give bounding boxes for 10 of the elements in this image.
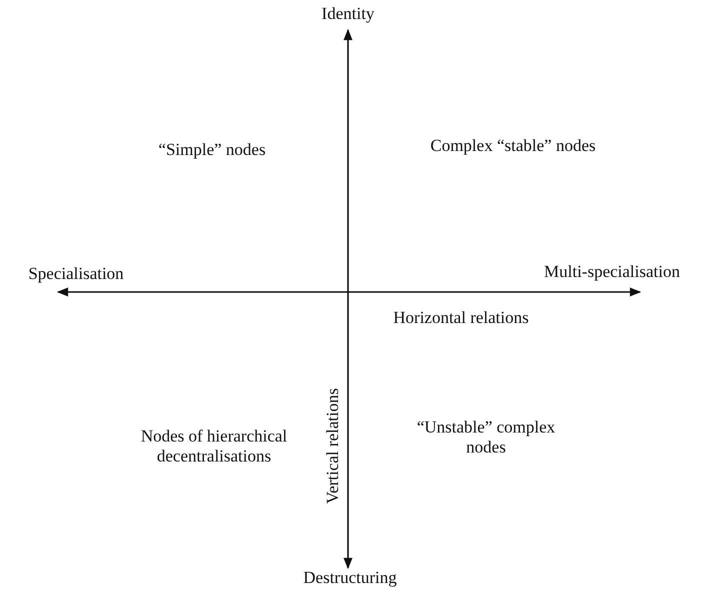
- axis-end-label: Multi-specialisation: [544, 262, 680, 282]
- axis-caption: Vertical relations: [323, 388, 343, 504]
- quadrant-label: “Unstable” complex nodes: [416, 417, 556, 457]
- axis-end-label: Specialisation: [28, 264, 124, 284]
- quadrant-label: “Simple” nodes: [158, 140, 266, 160]
- axis-end-label: Destructuring: [303, 568, 397, 588]
- axis-end-label: Identity: [322, 4, 374, 24]
- quadrant-label: Complex “stable” nodes: [430, 136, 596, 156]
- quadrant-label: Nodes of hierarchical decentralisations: [140, 426, 288, 466]
- axis-caption: Horizontal relations: [393, 308, 529, 328]
